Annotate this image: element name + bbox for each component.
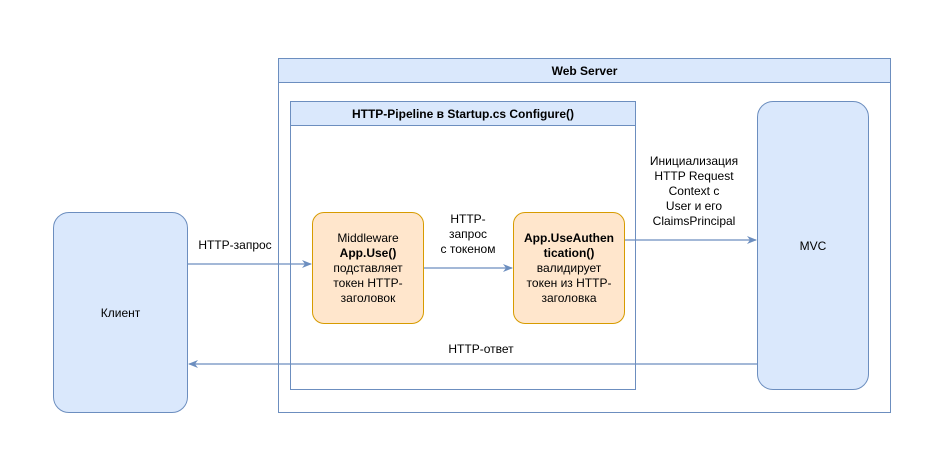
pipeline-title: HTTP-Pipeline в Startup.cs Configure() (290, 101, 636, 126)
auth-line5: заголовка (541, 290, 597, 305)
client-label: Клиент (100, 305, 141, 320)
auth-line3: валидирует (536, 260, 602, 275)
client-node: Клиент (53, 212, 188, 413)
middleware-line2: App.Use() (339, 245, 397, 260)
middleware-line4: токен HTTP- (333, 275, 403, 290)
auth-line4: токен из HTTP- (526, 275, 612, 290)
edge-label-token-request: HTTP- запрос с токеном (430, 212, 506, 257)
mvc-label: MVC (799, 238, 827, 253)
authentication-node: App.UseAuthen tication() валидирует токе… (513, 212, 625, 324)
middleware-line1: Middleware (337, 230, 399, 245)
auth-line1: App.UseAuthen (524, 230, 614, 245)
mvc-node: MVC (757, 101, 869, 390)
edge-label-request: HTTP-запрос (198, 238, 272, 252)
middleware-node: Middleware App.Use() подставляет токен H… (312, 212, 424, 324)
middleware-line3: подставляет (333, 260, 403, 275)
middleware-line5: заголовок (340, 290, 396, 305)
web-server-title: Web Server (278, 58, 891, 83)
edge-label-context-init: Инициализация HTTP Request Context с Use… (637, 154, 751, 229)
auth-line2: tication() (543, 245, 595, 260)
edge-label-response: HTTP-ответ (448, 342, 514, 356)
